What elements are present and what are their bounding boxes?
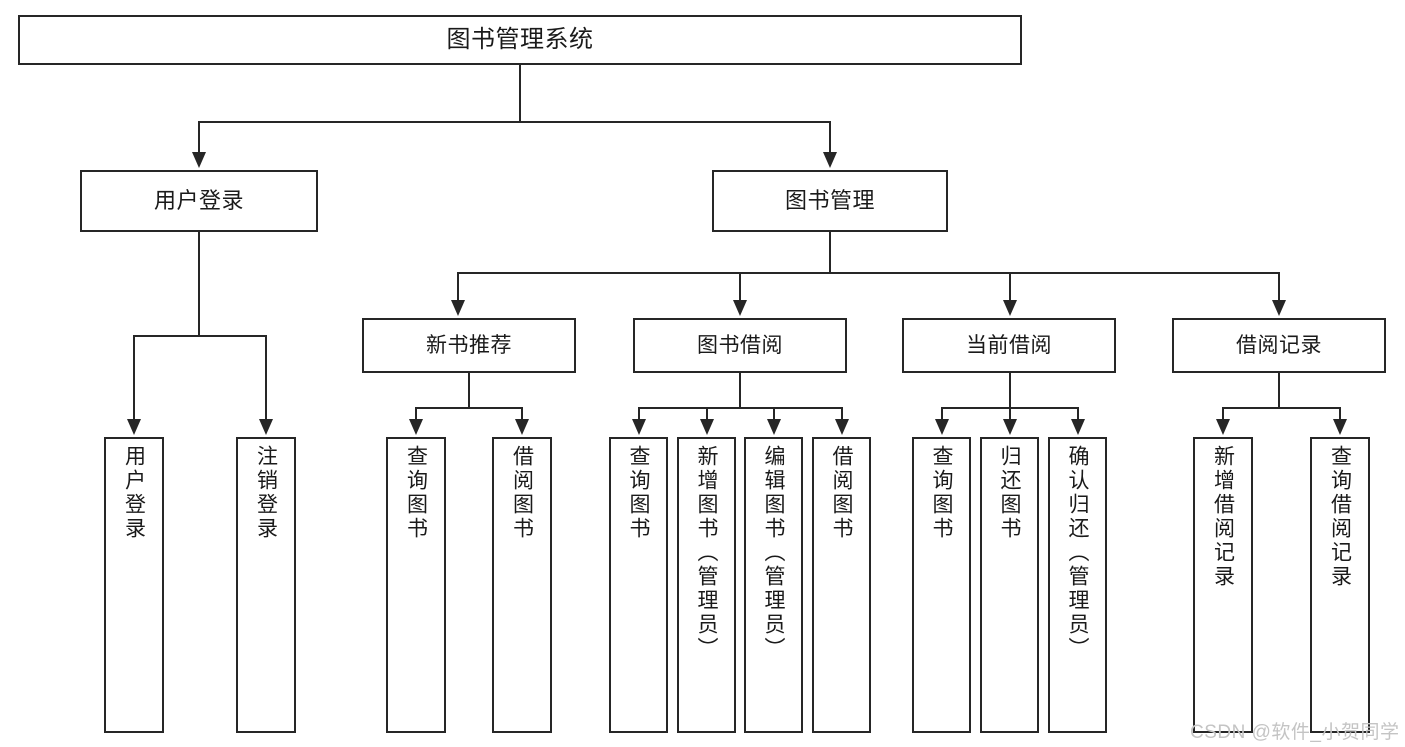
leaf-user-login-logout[interactable]: 注销登录 (236, 437, 296, 733)
node-label: 图书借阅 (697, 333, 783, 357)
node-book-borrow[interactable]: 图书借阅 (633, 318, 847, 373)
watermark-text: CSDN @软件_小贺同学 (1190, 722, 1400, 743)
connector-current-borrow-stub (1009, 373, 1011, 408)
node-label: 借阅记录 (1236, 333, 1322, 357)
connector-new-book-drop-1 (415, 407, 417, 421)
leaf-current-borrow-query[interactable]: 查询图书 (912, 437, 971, 733)
arrowhead-user-login-leaf-2 (259, 419, 273, 435)
arrowhead-borrow-record-leaf-1 (1216, 419, 1230, 435)
node-book-manage[interactable]: 图书管理 (712, 170, 948, 232)
node-label: 新书推荐 (426, 333, 512, 357)
leaf-new-book-query[interactable]: 查询图书 (386, 437, 446, 733)
connector-borrow-record-stub (1278, 373, 1280, 408)
node-label: 借阅图书 (830, 445, 853, 541)
arrowhead-current-borrow-leaf-1 (935, 419, 949, 435)
connector-book-borrow-bar (638, 407, 841, 409)
connector-book-manage-drop-4 (1278, 272, 1280, 302)
connector-book-borrow-stub (739, 373, 741, 408)
node-label: 确认归还（管理员） (1066, 445, 1089, 661)
connector-book-manage-drop-1 (457, 272, 459, 302)
leaf-new-book-borrow[interactable]: 借阅图书 (492, 437, 552, 733)
node-label: 新增图书（管理员） (695, 445, 718, 661)
connector-root-drop-left (198, 121, 200, 154)
connector-new-book-bar (415, 407, 522, 409)
leaf-user-login-login[interactable]: 用户登录 (104, 437, 164, 733)
arrowhead-to-borrow-record (1272, 300, 1286, 316)
arrowhead-new-book-leaf-1 (409, 419, 423, 435)
connector-borrow-record-drop-2 (1339, 407, 1341, 421)
connector-current-borrow-drop-1 (941, 407, 943, 421)
connector-user-login-stub (198, 232, 200, 336)
connector-book-manage-stub (829, 232, 831, 273)
connector-book-manage-bar (457, 272, 1278, 274)
leaf-current-borrow-confirm[interactable]: 确认归还（管理员） (1048, 437, 1107, 733)
node-root-system[interactable]: 图书管理系统 (18, 15, 1022, 65)
connector-current-borrow-drop-2 (1009, 407, 1011, 421)
node-label: 新增借阅记录 (1211, 445, 1235, 589)
connector-current-borrow-drop-3 (1077, 407, 1079, 421)
node-label: 编辑图书（管理员） (762, 445, 785, 661)
arrowhead-to-current-borrow (1003, 300, 1017, 316)
arrowhead-to-book-borrow (733, 300, 747, 316)
arrowhead-borrow-record-leaf-2 (1333, 419, 1347, 435)
node-borrow-record[interactable]: 借阅记录 (1172, 318, 1386, 373)
leaf-book-borrow-query[interactable]: 查询图书 (609, 437, 668, 733)
node-current-borrow[interactable]: 当前借阅 (902, 318, 1116, 373)
arrowhead-book-borrow-leaf-2 (700, 419, 714, 435)
connector-book-borrow-drop-4 (841, 407, 843, 421)
arrowhead-to-book-manage (823, 152, 837, 168)
arrowhead-new-book-leaf-2 (515, 419, 529, 435)
connector-book-borrow-drop-1 (638, 407, 640, 421)
connector-root-stub (519, 65, 521, 121)
node-user-login[interactable]: 用户登录 (80, 170, 318, 232)
connector-user-login-drop-2 (265, 335, 267, 421)
arrowhead-to-user-login (192, 152, 206, 168)
connector-user-login-bar (133, 335, 267, 337)
connector-new-book-stub (468, 373, 470, 408)
connector-borrow-record-bar (1222, 407, 1340, 409)
node-label: 查询借阅记录 (1328, 445, 1352, 589)
connector-book-borrow-drop-2 (706, 407, 708, 421)
node-label: 查询图书 (627, 445, 650, 541)
connector-user-login-drop-1 (133, 335, 135, 421)
node-label: 用户登录 (153, 187, 244, 213)
node-new-book-recommend[interactable]: 新书推荐 (362, 318, 576, 373)
connector-book-manage-drop-3 (1009, 272, 1011, 302)
connector-root-bar (198, 121, 830, 123)
node-label: 图书管理 (784, 187, 875, 213)
arrowhead-user-login-leaf-1 (127, 419, 141, 435)
leaf-book-borrow-add[interactable]: 新增图书（管理员） (677, 437, 736, 733)
node-label: 借阅图书 (510, 445, 534, 541)
leaf-book-borrow-borrow[interactable]: 借阅图书 (812, 437, 871, 733)
leaf-borrow-record-add[interactable]: 新增借阅记录 (1193, 437, 1253, 733)
connector-root-drop-right (829, 121, 831, 154)
node-label: 注销登录 (254, 445, 278, 541)
node-label: 用户登录 (122, 445, 146, 541)
connector-book-manage-drop-2 (739, 272, 741, 302)
node-label: 归还图书 (998, 445, 1021, 541)
node-label: 当前借阅 (966, 333, 1052, 357)
node-label: 图书管理系统 (446, 25, 594, 53)
leaf-current-borrow-return[interactable]: 归还图书 (980, 437, 1039, 733)
leaf-borrow-record-query[interactable]: 查询借阅记录 (1310, 437, 1370, 733)
connector-new-book-drop-2 (521, 407, 523, 421)
leaf-book-borrow-edit[interactable]: 编辑图书（管理员） (744, 437, 803, 733)
arrowhead-current-borrow-leaf-3 (1071, 419, 1085, 435)
arrowhead-book-borrow-leaf-4 (835, 419, 849, 435)
arrowhead-book-borrow-leaf-3 (767, 419, 781, 435)
arrowhead-book-borrow-leaf-1 (632, 419, 646, 435)
connector-borrow-record-drop-1 (1222, 407, 1224, 421)
arrowhead-current-borrow-leaf-2 (1003, 419, 1017, 435)
arrowhead-to-new-book (451, 300, 465, 316)
connector-book-borrow-drop-3 (773, 407, 775, 421)
node-label: 查询图书 (404, 445, 428, 541)
node-label: 查询图书 (930, 445, 953, 541)
